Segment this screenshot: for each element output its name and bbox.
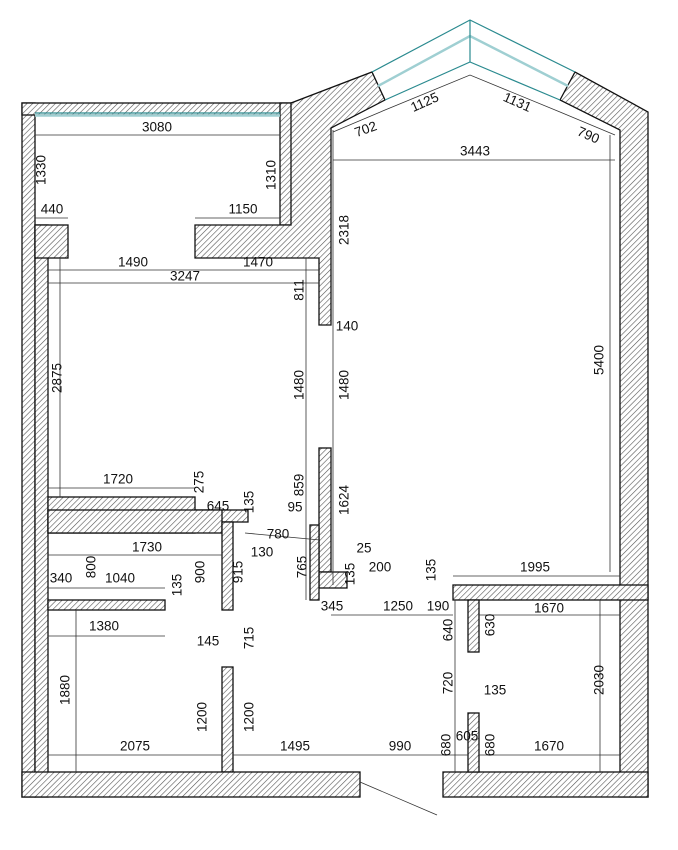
bathroom-wall-lower [467, 712, 480, 773]
dim-label: 3247 [170, 269, 200, 284]
dim-label: 1250 [383, 599, 413, 614]
dim-label: 1330 [34, 155, 49, 185]
outer-left-wall [21, 102, 36, 798]
dim-label: 1670 [534, 601, 564, 616]
dim-label: 915 [231, 561, 246, 584]
dim-label: 900 [193, 561, 208, 584]
dim-label: 1995 [520, 560, 550, 575]
dim-label: 200 [369, 560, 392, 575]
balcony-right-wall [279, 102, 293, 226]
dimension-labels: 3080 1330 1310 440 1150 1490 3247 1470 8… [34, 89, 607, 756]
dim-label: 440 [41, 202, 64, 217]
dim-label: 1380 [89, 619, 119, 634]
dim-label: 2875 [50, 363, 65, 393]
dim-label: 1125 [408, 89, 441, 115]
kitchen-top-wall [47, 509, 223, 534]
dim-label: 1040 [105, 571, 135, 586]
dim-label: 640 [441, 619, 456, 642]
dim-label: 95 [287, 500, 302, 515]
bottom-left-wall [21, 771, 361, 798]
dim-label: 1495 [280, 739, 310, 754]
big-room-bottom-wall [452, 584, 649, 601]
dim-label: 3080 [142, 120, 172, 135]
dim-label: 1480 [337, 370, 352, 400]
dim-label: 680 [439, 734, 454, 757]
kitchen-right-wall [221, 521, 234, 611]
dim-label: 605 [456, 729, 479, 744]
balcony-bottom-wall-left [34, 224, 69, 259]
windows [35, 19, 576, 117]
left-inner-wall [34, 224, 49, 798]
dim-label: 5400 [592, 345, 607, 375]
dim-label: 275 [192, 471, 207, 494]
dim-label: 1880 [58, 675, 73, 705]
dim-label: 1200 [242, 702, 257, 732]
dim-label: 630 [483, 614, 498, 637]
bottom-right-wall [442, 771, 649, 798]
dim-label: 190 [427, 599, 450, 614]
dim-label: 1200 [195, 702, 210, 732]
dim-label: 1624 [337, 484, 352, 515]
dim-label: 1310 [264, 160, 279, 190]
dim-label: 135 [242, 491, 257, 514]
entrance-door [359, 781, 438, 816]
dim-label: 702 [353, 118, 379, 140]
dim-label: 715 [242, 627, 257, 650]
dim-label: 140 [336, 319, 359, 334]
dim-label: 859 [292, 474, 307, 497]
dim-label: 990 [389, 739, 412, 754]
dim-label: 811 [292, 279, 307, 301]
dim-label: 790 [575, 124, 602, 147]
corridor-stub-wall [309, 524, 320, 601]
dim-label: 1670 [534, 739, 564, 754]
dim-label: 135 [170, 574, 185, 597]
dim-label: 3443 [460, 144, 490, 159]
dim-label: 780 [267, 527, 290, 542]
walls [21, 71, 649, 798]
dim-label: 645 [207, 499, 230, 514]
dim-label: 1730 [132, 540, 162, 555]
dim-label: 1150 [228, 202, 257, 217]
bathroom-wall-upper [467, 599, 480, 653]
dim-label: 135 [484, 683, 507, 698]
dim-label: 1131 [501, 89, 534, 115]
dim-label: 2075 [120, 739, 150, 754]
dim-label: 135 [424, 559, 439, 582]
big-room-left-lower-wall [318, 447, 332, 573]
roof-left-wall [194, 71, 386, 326]
dimension-lines [35, 74, 620, 772]
dim-label: 1470 [243, 255, 273, 270]
dim-label: 680 [483, 734, 498, 757]
niche-bottom-wall [47, 599, 166, 611]
dim-label: 1490 [118, 255, 148, 270]
dim-label: 765 [295, 556, 310, 579]
dim-label: 1720 [103, 472, 133, 487]
dim-label: 1480 [292, 370, 307, 400]
dim-label: 800 [84, 556, 99, 579]
bedroom-right-wall [221, 666, 234, 773]
dim-label: 145 [197, 634, 220, 649]
dim-label: 345 [321, 599, 344, 614]
dim-label: 2318 [337, 215, 352, 245]
dim-label: 340 [50, 571, 73, 586]
dim-label: 130 [251, 545, 274, 560]
dim-label: 25 [356, 541, 371, 556]
dim-label: 2030 [592, 665, 607, 695]
dim-label: 720 [441, 672, 456, 695]
dim-label: 135 [343, 563, 358, 586]
